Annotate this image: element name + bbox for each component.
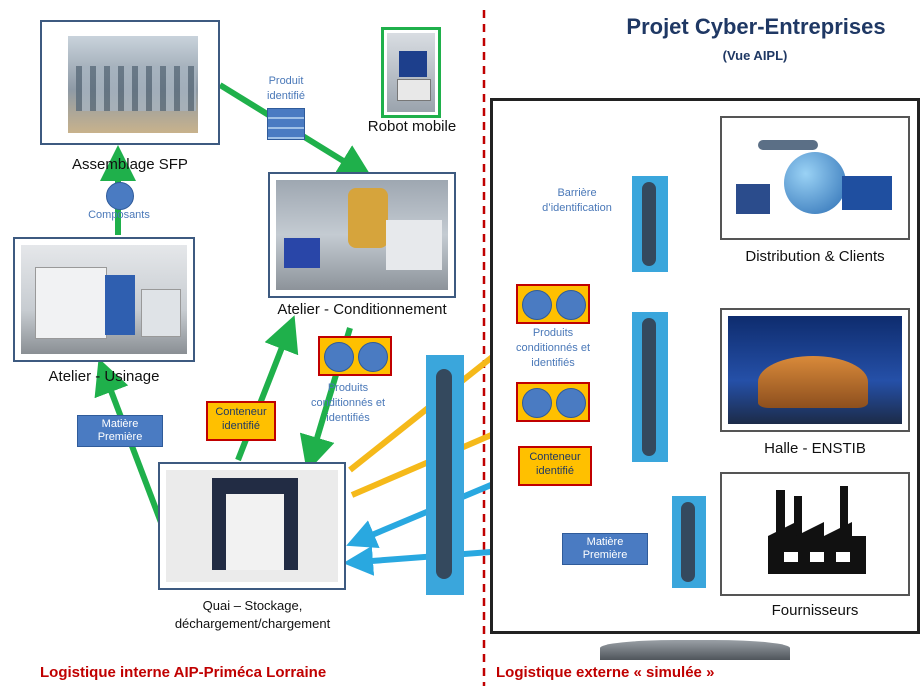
produits-right-line1: Produits [532, 327, 574, 339]
conditionnement-photo [276, 180, 448, 290]
conteneur-right-line2: identifié [536, 465, 574, 477]
barriere-pillar-bottom [672, 496, 706, 588]
footer-left-label: Logistique interne AIP-Priméca Lorraine [40, 664, 327, 681]
halle-caption: Halle - ENSTIB [764, 440, 866, 457]
globe-icon [784, 152, 846, 214]
usinage-caption: Atelier - Usinage [48, 368, 160, 385]
robot-photo [387, 33, 435, 112]
matiere-left-line2: Première [97, 431, 143, 443]
produits-icon-right-bottom [516, 382, 590, 422]
robot-node [381, 27, 441, 118]
fournisseurs-caption: Fournisseurs [771, 602, 859, 619]
distribution-node [720, 116, 910, 240]
tv-stand [600, 640, 790, 660]
matiere-right-line2: Première [582, 549, 628, 561]
quai-caption-line2: déchargement/chargement [174, 616, 331, 631]
quai-caption-line1: Quai – Stockage, [202, 598, 303, 613]
barriere-label: Barrière d’identification [522, 186, 632, 216]
conditionnement-node [268, 172, 456, 298]
conteneur-identifie-badge-left: Conteneur identifié [206, 401, 276, 441]
barriere-line1: Barrière [557, 187, 597, 199]
produits-left-line2: conditionnés et [311, 397, 385, 409]
usinage-photo [21, 245, 187, 354]
barriere-pillar-top [632, 176, 668, 272]
arrow-quai-to-usinage [94, 358, 165, 527]
halle-node [720, 308, 910, 432]
forklift-icon [736, 184, 770, 214]
produits-left-line3: identifiés [326, 412, 370, 424]
barriere-line2: d’identification [542, 202, 612, 214]
page-title: Projet Cyber-Entreprises [626, 14, 886, 39]
produits-label-left: Produits conditionnés et identifiés [298, 381, 398, 426]
matiere-premiere-badge-right: Matière Première [562, 533, 648, 565]
factory-icon [768, 486, 866, 574]
produits-left-line1: Produits [327, 382, 369, 394]
produit-identifie-icon [267, 108, 305, 140]
composants-label: Composants [88, 209, 150, 221]
fournisseurs-node [720, 472, 910, 596]
barriere-pillar-left [426, 355, 464, 595]
plane-icon [758, 140, 818, 150]
conteneur-identifie-badge-right: Conteneur identifié [518, 446, 592, 486]
produits-icon-left [318, 336, 392, 376]
robot-caption: Robot mobile [367, 118, 457, 135]
produit-identifie-line1: Produit [268, 75, 304, 87]
usinage-node [13, 237, 195, 362]
produit-identifie-line2: identifié [267, 90, 305, 102]
conteneur-left-line1: Conteneur [215, 406, 267, 418]
produit-identifie-label: Produit identifié [255, 74, 317, 104]
conteneur-left-line2: identifié [222, 420, 260, 432]
distribution-caption: Distribution & Clients [745, 248, 885, 265]
container-icon [842, 176, 892, 210]
composants-icon [106, 182, 134, 210]
footer-right-label: Logistique externe « simulée » [496, 664, 715, 681]
barriere-pillar-middle [632, 312, 668, 462]
distribution-photo [728, 124, 902, 232]
matiere-right-line1: Matière [586, 536, 624, 548]
quai-photo [166, 470, 338, 582]
page-subtitle: (Vue AIPL) [722, 48, 788, 63]
quai-node [158, 462, 346, 590]
conteneur-right-line1: Conteneur [529, 451, 581, 463]
assemblage-node [40, 20, 220, 145]
matiere-left-line1: Matière [101, 418, 139, 430]
produits-label-right: Produits conditionnés et identifiés [500, 326, 606, 371]
conditionnement-caption: Atelier - Conditionnement [277, 301, 447, 318]
assemblage-photo [68, 36, 198, 133]
produits-right-line2: conditionnés et [516, 342, 590, 354]
produits-right-line3: identifiés [531, 357, 575, 369]
assemblage-caption: Assemblage SFP [72, 156, 188, 173]
halle-photo [728, 316, 902, 424]
matiere-premiere-badge-left: Matière Première [77, 415, 163, 447]
produits-icon-right-top [516, 284, 590, 324]
